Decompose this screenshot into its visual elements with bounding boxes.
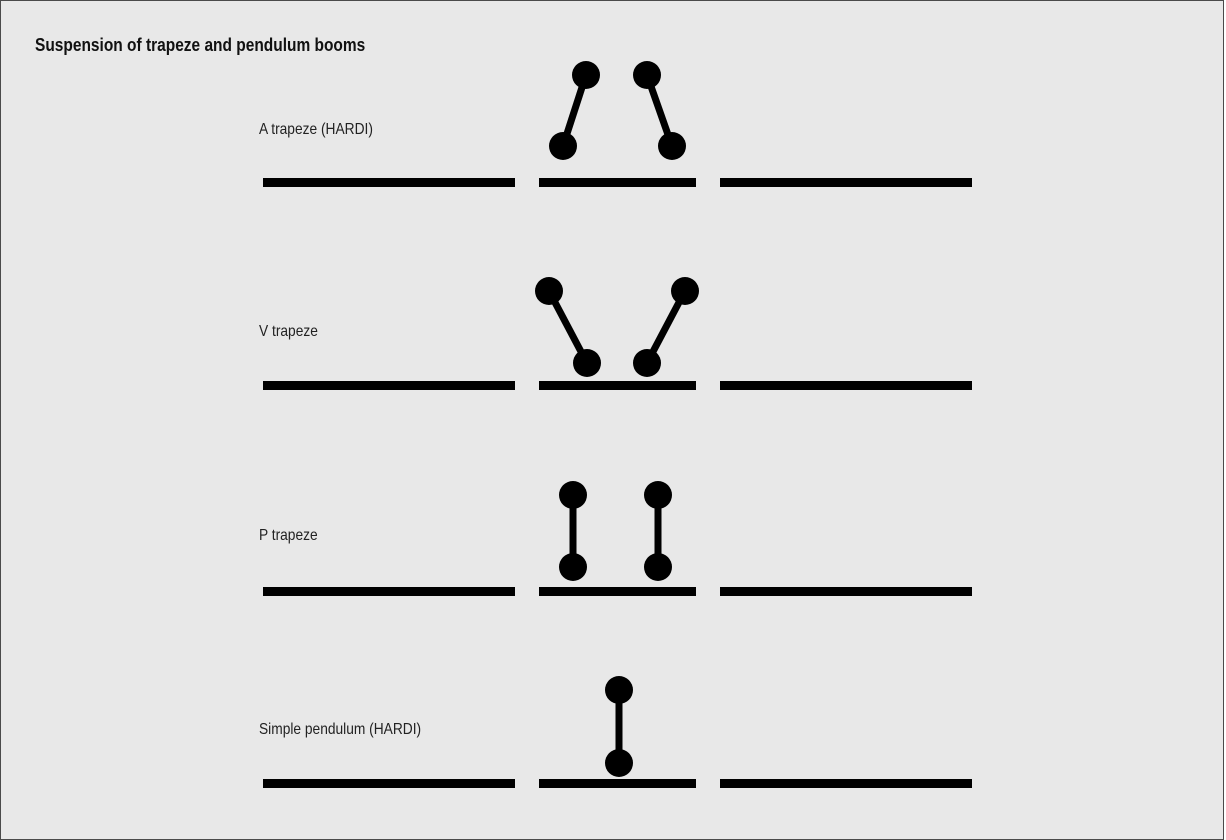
- label-v-trapeze: V trapeze: [259, 323, 318, 340]
- left-top-pivot: [572, 61, 600, 89]
- left-bottom-pivot: [559, 553, 587, 581]
- simple-pendulum-diagram: [263, 676, 972, 788]
- boom-center-segment: [539, 381, 696, 390]
- boom-right-segment: [720, 779, 972, 788]
- right-top-pivot: [633, 61, 661, 89]
- label-a-trapeze: A trapeze (HARDI): [259, 121, 373, 138]
- boom-left-segment: [263, 779, 515, 788]
- right-bottom-pivot: [633, 349, 661, 377]
- boom-right-segment: [720, 587, 972, 596]
- boom-center-segment: [539, 178, 696, 187]
- label-p-trapeze: P trapeze: [259, 527, 318, 544]
- boom-center-segment: [539, 779, 696, 788]
- boom-center-segment: [539, 587, 696, 596]
- right-bottom-pivot: [644, 553, 672, 581]
- a-trapeze-diagram: [263, 61, 972, 187]
- right-top-pivot: [644, 481, 672, 509]
- boom-left-segment: [263, 381, 515, 390]
- v-trapeze-diagram: [263, 277, 972, 390]
- left-top-pivot: [559, 481, 587, 509]
- left-bottom-pivot: [573, 349, 601, 377]
- boom-right-segment: [720, 381, 972, 390]
- boom-right-segment: [720, 178, 972, 187]
- label-simple-pendulum: Simple pendulum (HARDI): [259, 721, 422, 738]
- diagram-title: Suspension of trapeze and pendulum booms: [35, 35, 366, 55]
- boom-left-segment: [263, 178, 515, 187]
- left-top-pivot: [535, 277, 563, 305]
- right-top-pivot: [671, 277, 699, 305]
- top-pivot: [605, 676, 633, 704]
- left-bottom-pivot: [549, 132, 577, 160]
- right-bottom-pivot: [658, 132, 686, 160]
- p-trapeze-diagram: [263, 481, 972, 596]
- bottom-pivot: [605, 749, 633, 777]
- boom-left-segment: [263, 587, 515, 596]
